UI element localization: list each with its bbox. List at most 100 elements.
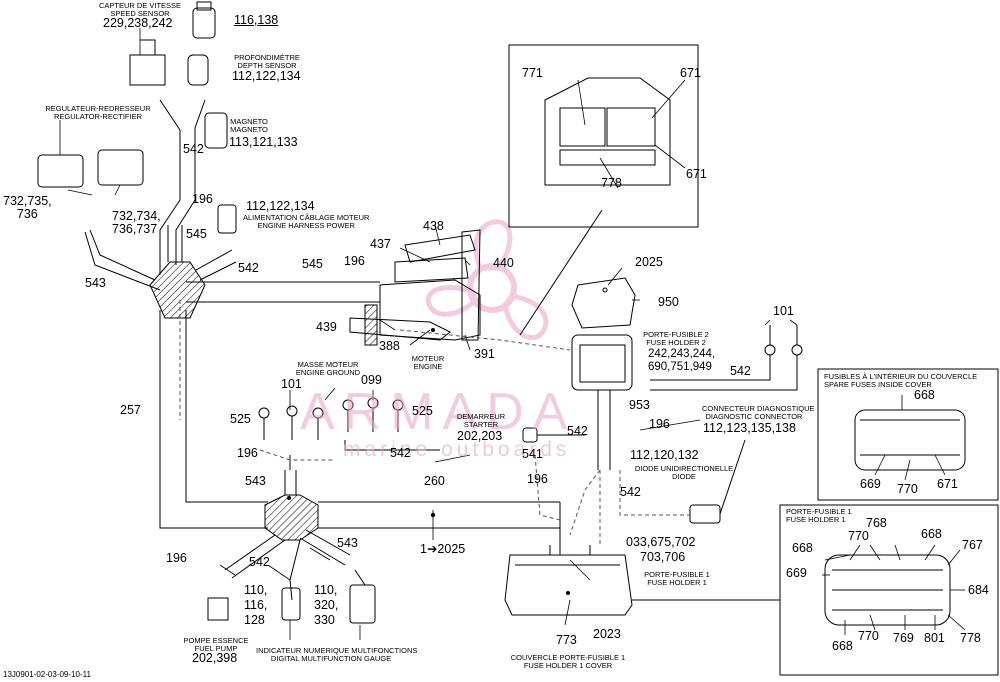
engine-caption: MOTEUR ENGINE <box>411 354 445 371</box>
part-542-c: 542 <box>730 364 751 378</box>
inset-fuse-holder-2-shape <box>544 77 671 186</box>
part-953: 953 <box>629 398 650 412</box>
fh1-778: 778 <box>960 631 981 645</box>
fh1-801: 801 <box>924 631 945 645</box>
part-196-b: 196 <box>344 254 365 268</box>
part-101-right: 101 <box>773 304 794 318</box>
harness-power-caption: ALIMENTATION CÂBLAGE MOTEUR ENGINE HARNE… <box>243 213 370 230</box>
diag-connector-shape <box>689 439 746 524</box>
harness-power-parts: 112,122,134 <box>246 199 315 213</box>
junction-rear <box>364 304 378 346</box>
part-439: 439 <box>316 320 337 334</box>
starter-caption: DEMARREUR STARTER <box>456 412 506 429</box>
watermark-brand: ARMADA <box>300 383 577 441</box>
part-542-f: 542 <box>620 485 641 499</box>
junction-upper <box>149 261 206 319</box>
part-110-320-330: 110, 320, 330 <box>314 583 339 627</box>
part-2023: 2023 <box>593 627 621 641</box>
fh1-770-b: 770 <box>858 629 879 643</box>
part-732-left: 732,735, 736 <box>3 194 52 221</box>
fuse-holder-2-caption: PORTE-FUSIBLE 2 FUSE HOLDER 2 <box>643 330 709 347</box>
fh1-684: 684 <box>968 583 989 597</box>
part-525-b: 525 <box>412 404 433 418</box>
inset-fuse-holder-2 <box>508 44 699 228</box>
spare-fuses-title: FUSIBLES À L'INTÉRIEUR DU COUVERCLE SPAR… <box>824 372 978 389</box>
harness-branches-upper <box>84 99 237 291</box>
depth-sensor-parts: 112,122,134 <box>232 69 301 83</box>
engine-block <box>349 229 481 341</box>
part-2025-top: 2025 <box>635 255 663 269</box>
fuse-holder-1-caption: PORTE-FUSIBLE 1 FUSE HOLDER 1 <box>644 570 710 587</box>
diode-caption: DIODE UNIDIRECTIONELLE DIODE <box>634 464 734 481</box>
magneto-parts: 113,121,133 <box>229 135 298 149</box>
part-1-2025: 1➔2025 <box>420 542 466 556</box>
part-196-a: 196 <box>192 192 213 206</box>
harness-branches-lower <box>224 470 366 601</box>
part-542-a: 542 <box>183 142 204 156</box>
spare-669: 669 <box>860 477 881 491</box>
harness-trunk-main <box>159 281 561 529</box>
part-541: 541 <box>522 447 543 461</box>
part-196-d: 196 <box>237 446 258 460</box>
ground-terminals-right <box>650 325 803 391</box>
magneto-connector <box>204 112 228 149</box>
part-257: 257 <box>120 403 141 417</box>
harness-power-connector <box>217 204 237 234</box>
speed-sensor-connector <box>129 39 166 86</box>
fuse-holder-2-cover <box>571 277 636 329</box>
fh1-768: 768 <box>866 516 887 530</box>
part-950: 950 <box>658 295 679 309</box>
inset-spare-fuses <box>817 368 999 501</box>
regulator-caption: REGULATEUR-REDRESSEUR REGULATOR-RECTIFIE… <box>45 104 151 121</box>
gauge-caption: INDICATEUR NUMERIQUE MULTIFONCTIONS DIGI… <box>256 646 418 663</box>
fh1-769: 769 <box>893 631 914 645</box>
fuel-pump-parts: 202,398 <box>192 651 238 665</box>
part-391: 391 <box>474 347 495 361</box>
part-671-b: 671 <box>686 167 707 181</box>
part-543-b: 543 <box>245 474 266 488</box>
fh1-inset-title: PORTE-FUSIBLE 1 FUSE HOLDER 1 <box>786 507 852 524</box>
fh1-669: 669 <box>786 566 807 580</box>
depth-sensor-caption: PROFONDIMÈTRE DEPTH SENSOR <box>234 53 300 70</box>
fh1-770-top: 770 <box>848 529 869 543</box>
ground-terminals-left <box>258 405 324 470</box>
part-542-e: 542 <box>567 424 588 438</box>
part-196-e: 196 <box>527 472 548 486</box>
junction-lower <box>264 494 319 541</box>
watermark-logo <box>425 219 549 341</box>
part-112-120-132: 112,120,132 <box>630 448 699 462</box>
gauge-connector-1 <box>281 587 301 621</box>
part-545-b: 545 <box>302 257 323 271</box>
part-703-706: 703,706 <box>640 550 686 564</box>
part-545-a: 545 <box>186 227 207 241</box>
diag-connector-caption: CONNECTEUR DIAGNOSTIQUE DIAGNOSTIC CONNE… <box>702 404 815 421</box>
diag-connector-parts: 112,123,135,138 <box>703 421 796 435</box>
part-388: 388 <box>379 339 400 353</box>
magneto-caption: MAGNETO MAGNETO <box>230 117 268 134</box>
fuel-pump-caption: POMPE ESSENCE FUEL PUMP <box>183 636 249 653</box>
engine-ground-caption: MASSE MOTEUR ENGINE GROUND <box>295 360 361 377</box>
inset-leader <box>519 209 603 336</box>
part-543-c: 543 <box>337 536 358 550</box>
part-437: 437 <box>370 237 391 251</box>
fh1-cover-caption: COUVERCLE PORTE-FUSIBLE 1 FUSE HOLDER 1 … <box>510 653 626 670</box>
regulator-connectors <box>37 149 144 188</box>
speed-sensor-caption: CAPTEUR DE VITESSE SPEED SENSOR <box>98 1 182 18</box>
fh1-668-bl: 668 <box>832 639 853 653</box>
gauge-connector-2 <box>349 584 376 624</box>
part-260: 260 <box>424 474 445 488</box>
fuse-holder-1-detail <box>824 554 951 626</box>
part-196-c: 196 <box>649 417 670 431</box>
inset-fuse-holder-1 <box>779 504 999 676</box>
dashed-wires <box>179 300 690 545</box>
part-542-d: 542 <box>390 446 411 460</box>
fh1-668-tl: 668 <box>792 541 813 555</box>
part-671-a: 671 <box>680 66 701 80</box>
part-543-a: 543 <box>85 276 106 290</box>
part-778-inset: 778 <box>601 176 622 190</box>
part-116-138: 116,138 <box>234 13 279 27</box>
fuel-pump-connector <box>207 597 229 621</box>
part-773: 773 <box>556 633 577 647</box>
part-732-right: 732,734, 736,737 <box>112 209 161 236</box>
